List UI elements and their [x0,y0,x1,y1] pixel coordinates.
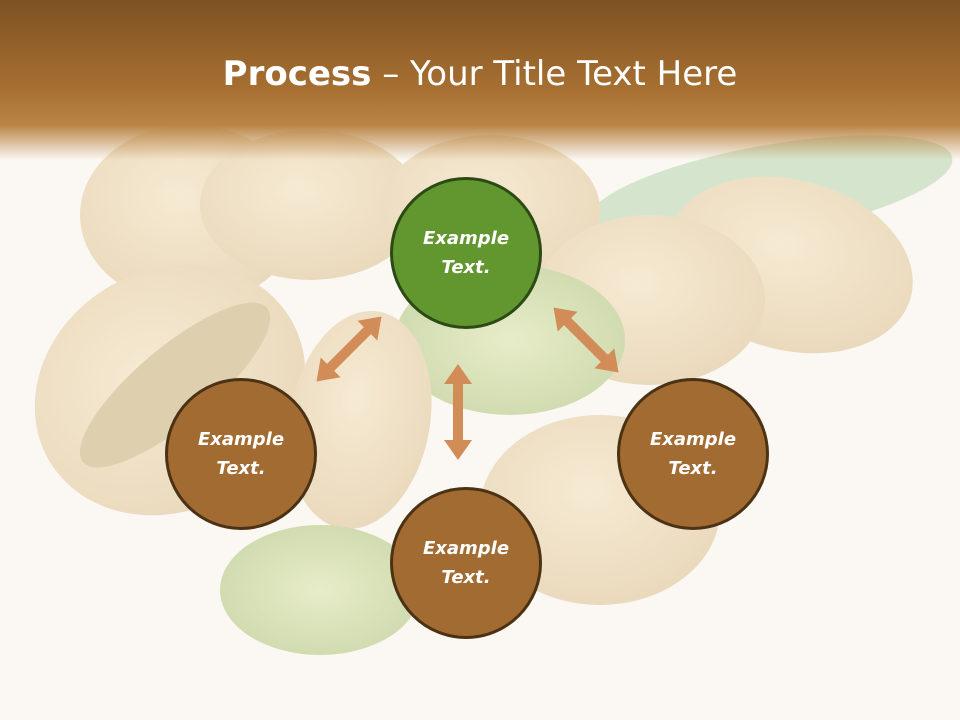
node-top-line1: Example [422,228,510,249]
node-bottom-line1: Example [422,538,510,559]
node-right-line2: Text. [668,458,718,479]
title-rest: Your Title Text Here [410,54,738,94]
pistachio-kernel [220,525,420,655]
node-right-line1: Example [649,429,737,450]
node-top-line2: Text. [441,257,491,278]
page-title: Process – Your Title Text Here [0,52,960,96]
title-separator: – [371,54,411,94]
pistachio-shape [200,130,420,280]
node-left-line2: Text. [216,458,266,479]
node-bottom-line2: Text. [441,567,491,588]
pistachio-kernel [79,302,271,468]
node-left-line1: Example [197,429,285,450]
title-bar [0,0,960,160]
title-bold: Process [222,54,372,94]
